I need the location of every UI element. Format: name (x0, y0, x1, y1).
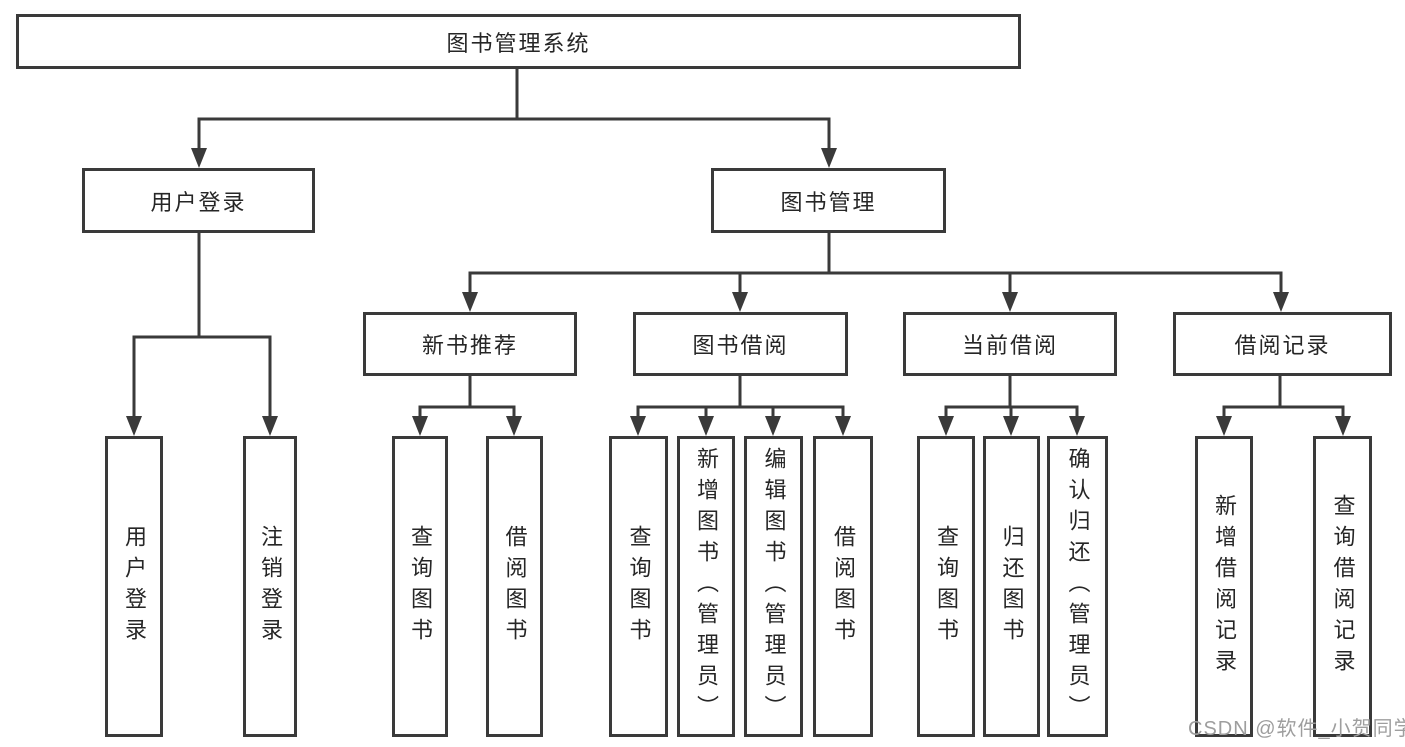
connector-borrow-records-subtree (1216, 376, 1351, 436)
connector-current-borrowing-subtree (938, 376, 1085, 436)
node-new-book-recommend-label: 新书推荐 (421, 333, 518, 358)
leaf-query-borrow-record: 查询借阅记录 (1313, 436, 1372, 737)
node-user-login-label: 用户登录 (150, 189, 247, 215)
leaf-user-login: 用户登录 (105, 436, 163, 737)
connector-book-borrowing-subtree (630, 376, 851, 436)
leaf-borrow-books-recommend-label: 借阅图书 (502, 524, 528, 649)
node-current-borrowing: 当前借阅 (903, 312, 1117, 376)
connector-user-login-subtree (126, 233, 278, 436)
leaf-user-login-label: 用户登录 (122, 524, 147, 649)
leaf-return-books: 归还图书 (983, 436, 1040, 737)
node-new-book-recommend: 新书推荐 (363, 312, 577, 376)
leaf-confirm-return-admin: 确认归还（管理员） (1047, 436, 1108, 737)
csdn-watermark: CSDN @软件_小贺同学 (1188, 718, 1405, 740)
node-current-borrowing-label: 当前借阅 (961, 333, 1058, 358)
leaf-add-borrow-record-label: 新增借阅记录 (1212, 493, 1237, 680)
node-book-management: 图书管理 (711, 168, 946, 233)
leaf-edit-book-admin: 编辑图书（管理员） (744, 436, 803, 737)
leaf-add-borrow-record: 新增借阅记录 (1195, 436, 1253, 737)
node-book-borrowing: 图书借阅 (633, 312, 848, 376)
leaf-query-borrow-record-label: 查询借阅记录 (1330, 493, 1356, 680)
connector-new-book-recommend-subtree (412, 376, 522, 436)
connector-root-to-level2 (191, 69, 837, 168)
node-borrow-records-label: 借阅记录 (1234, 333, 1331, 358)
leaf-query-books-current: 查询图书 (917, 436, 975, 737)
leaf-borrow-books-recommend: 借阅图书 (486, 436, 543, 737)
leaf-query-books-recommend-label: 查询图书 (408, 524, 433, 649)
leaf-logout-label: 注销登录 (258, 524, 283, 649)
leaf-query-books-borrowing: 查询图书 (609, 436, 668, 737)
leaf-query-books-recommend: 查询图书 (392, 436, 448, 737)
leaf-return-books-label: 归还图书 (999, 524, 1025, 649)
leaf-borrow-books-borrowing-label: 借阅图书 (831, 524, 856, 649)
leaf-query-books-borrowing-label: 查询图书 (626, 524, 652, 649)
leaf-logout: 注销登录 (243, 436, 297, 737)
leaf-add-book-admin: 新增图书（管理员） (677, 436, 735, 737)
leaf-query-books-current-label: 查询图书 (934, 524, 959, 649)
connector-book-management-to-level3 (462, 233, 1289, 312)
leaf-edit-book-admin-label: 编辑图书（管理员） (761, 447, 787, 726)
leaf-confirm-return-admin-label: 确认归还（管理员） (1065, 447, 1091, 726)
node-book-borrowing-label: 图书借阅 (692, 333, 789, 358)
node-user-login: 用户登录 (82, 168, 315, 233)
node-borrow-records: 借阅记录 (1173, 312, 1392, 376)
leaf-borrow-books-borrowing: 借阅图书 (813, 436, 873, 737)
leaf-add-book-admin-label: 新增图书（管理员） (694, 447, 719, 726)
node-root-label: 图书管理系统 (446, 30, 591, 56)
node-book-management-label: 图书管理 (780, 189, 877, 215)
node-root: 图书管理系统 (16, 14, 1021, 69)
